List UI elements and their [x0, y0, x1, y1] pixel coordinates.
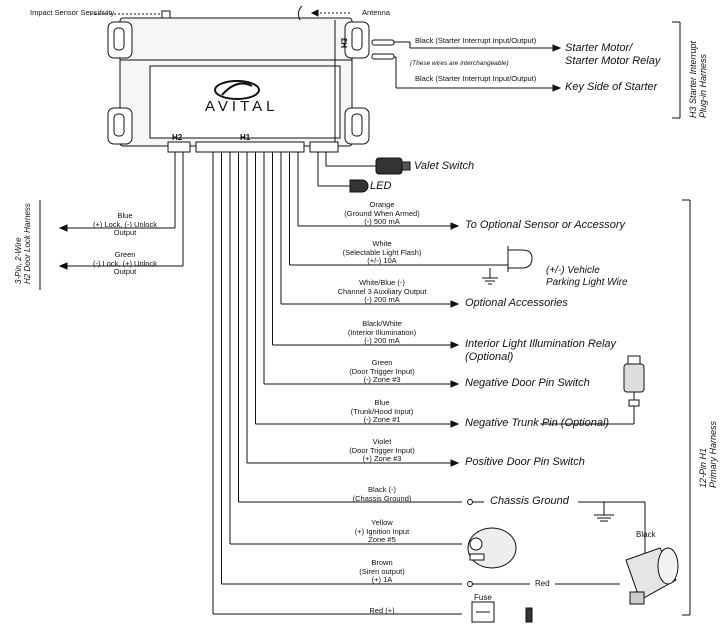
h3-wire-1-label: Black (Starter Interrupt Input/Output) — [415, 36, 537, 45]
h3-harness-label: H3 Starter Interrupt Plug-in Harness — [688, 40, 709, 118]
impact-sensor-pointer — [90, 10, 171, 19]
impact-sensor-label: Impact Sensor Sensitivity — [30, 8, 115, 17]
h1-wire-desc: Orange (Ground When Armed) (-) 500 mA — [344, 200, 420, 227]
avital-logo-icon — [214, 80, 260, 100]
siren-black-label: Black — [636, 530, 656, 539]
h2-green-wire-label: Green (-) Lock, (+) Unlock Output — [93, 250, 157, 277]
connector-h1-label: H1 — [240, 133, 251, 142]
connector-h3-label: H3 — [340, 37, 349, 48]
h1-wire-target: Positive Door Pin Switch — [465, 456, 585, 468]
h1-wire-desc: Yellow (+) Ignition Input Zone #5 — [354, 518, 410, 545]
h1-wire-target: Negative Door Pin Switch — [465, 377, 590, 389]
h1-wire-target: Optional Accessories — [465, 297, 568, 309]
connector-h2-label: H2 — [172, 133, 183, 142]
h1-wire-desc: White/Blue (-) Channel 3 Auxiliary Outpu… — [337, 278, 427, 305]
valet-led-wires — [317, 152, 411, 193]
siren-icon — [467, 547, 679, 605]
h1-wire-target: Interior Light Illumination Relay (Optio… — [465, 338, 617, 363]
h2-wires — [39, 152, 184, 290]
h2-blue-wire-label: Blue (+) Lock, (-) Unlock Output — [93, 211, 157, 238]
pin-switch-icon — [540, 355, 645, 425]
h3-wire-2-label: Black (Starter Interrupt Input/Output) — [415, 74, 537, 83]
ground-symbol-icon — [467, 499, 646, 560]
h1-wire-desc: Green (Door Trigger Input) (-) Zone #3 — [349, 358, 415, 385]
led-label: LED — [370, 180, 392, 192]
fuse-icon — [471, 601, 533, 623]
h1-wire-desc: Black (-) (Chassis Ground) — [352, 485, 412, 503]
h1-wire-desc: Brown (Siren output) (+) 1A — [359, 558, 405, 585]
h1-harness-label: 12-Pin H1 Primary Harness — [698, 420, 719, 488]
h1-wire-target: To Optional Sensor or Accessory — [465, 219, 625, 231]
h1-wire-arrow — [450, 341, 460, 349]
antenna-label: Antenna — [362, 8, 390, 17]
h1-wire-target: Chassis Ground — [490, 495, 569, 507]
h1-wire-arrow — [450, 420, 460, 428]
ignition-key-icon — [467, 527, 517, 569]
h3-target-1: Starter Motor/ Starter Motor Relay — [565, 42, 661, 67]
light-bulb-icon — [482, 246, 533, 285]
h1-wire-arrow — [450, 459, 460, 467]
brand-logo: AVITAL — [205, 98, 279, 115]
h2-harness-label: 3-Pin, 2-Wire H2 Door Lock Harness — [14, 203, 33, 284]
antenna-pointer — [297, 5, 352, 21]
fuse-label: Fuse — [474, 593, 492, 602]
siren-red-label: Red — [535, 579, 550, 588]
h1-wire-target: Negative Trunk Pin (Optional) — [465, 417, 610, 429]
h1-wire-bus — [212, 152, 508, 615]
h3-interchangeable-note: (These wires are interchangeable) — [410, 60, 509, 67]
h3-wires — [371, 21, 681, 119]
parking-light-label: (+/-) Vehicle Parking Light Wire — [546, 265, 628, 288]
h3-target-2: Key Side of Starter — [565, 81, 658, 93]
h1-wire-desc: Red (+) — [369, 606, 395, 615]
h1-wire-desc: Blue (Trunk/Hood Input) (-) Zone #1 — [350, 398, 414, 425]
h1-wire-arrow — [450, 300, 460, 308]
h1-wire-arrow — [450, 380, 460, 388]
h1-wire-desc: White (Selectable Light Flash) (+/-) 10A — [342, 239, 422, 266]
valet-switch-label: Valet Switch — [414, 160, 475, 172]
h1-wire-arrow — [450, 222, 460, 230]
control-module — [107, 17, 370, 153]
h1-wire-desc: Violet (Door Trigger Input) (+) Zone #3 — [349, 437, 415, 464]
h1-wire-desc: Black/White (Interior Illumination) (-) … — [347, 319, 417, 346]
